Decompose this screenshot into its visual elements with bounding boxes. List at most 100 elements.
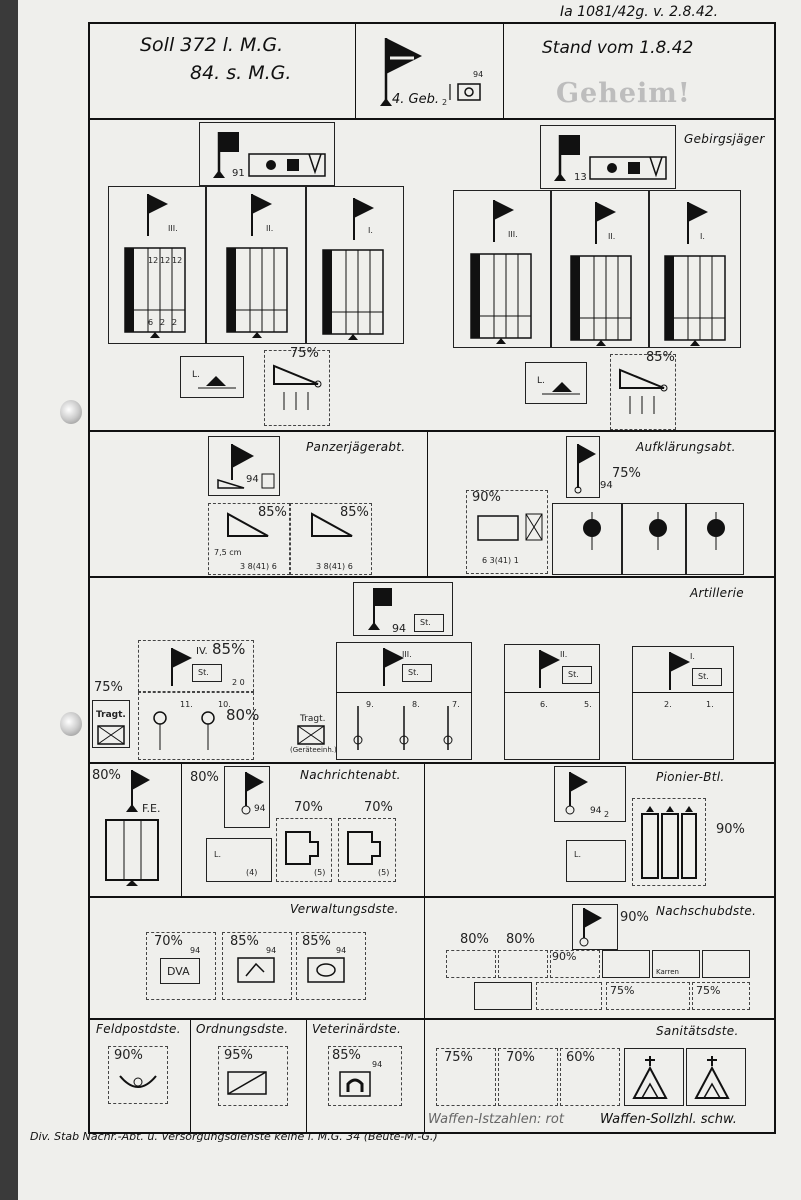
weapon-row: 3 8(41) 6 [240,562,277,571]
carrier-label: Tragt. [96,710,126,720]
company-grid [664,255,726,346]
flag-icon [126,770,150,812]
section-title-sanitaet: Sanitätsdste. [656,1024,739,1038]
antitank-box [264,350,330,426]
percent: 90% [114,1048,143,1063]
battalion-label: I. [690,652,695,661]
battalion-flag-icon [669,652,690,690]
panzerjaeger-flag-icon [217,444,275,489]
percent: 75% [94,680,123,695]
unit-number: 94 [372,1060,383,1069]
squadron-box [622,503,686,575]
percent: 80% [190,770,219,785]
light-column-label: L. [214,850,221,859]
medical-box [498,1048,558,1106]
battery-label: 6. [540,700,548,709]
squadron-box [686,503,744,575]
battalion-label: I. [700,232,705,241]
regiment-91-number: 91 [232,168,245,179]
section-title-nachrichten: Nachrichtenabt. [300,768,401,782]
carrier-box [92,700,130,748]
battery-label: 10. [218,700,231,709]
divider [88,118,776,120]
percent: 85% [230,934,259,949]
percent: 80% [226,706,260,724]
feldpost-box [108,1046,168,1104]
battalion-flag-icon [595,202,616,244]
division-label: 4. Geb. [392,92,439,107]
howitzer-icon [353,706,453,750]
divider [355,22,356,118]
battalion-flag-icon [539,650,560,688]
battalion-flag-icon [687,202,708,244]
section-title-nachschub: Nachschubdste. [656,904,757,918]
panzerjaeger-header [208,436,280,496]
supply-column [474,982,532,1010]
light-column-label: L. [537,376,545,386]
soll-smg: 84. s. M.G. [190,62,292,84]
battery-label: 5. [584,700,592,709]
light-column-box [180,356,244,398]
reference-number: Ia 1081/42g. v. 2.8.42. [560,4,719,20]
divider [190,1018,191,1134]
horseshoe-icon [339,1071,371,1097]
battalion-2-box [504,644,600,760]
battalion-box [649,190,741,348]
battalion-label: I. [368,226,373,235]
ordnung-box [218,1046,288,1106]
staff-box [414,614,444,632]
unit-number: 94 [600,480,613,491]
staff-box [692,668,722,686]
battalion-box [306,186,404,344]
supply-column [536,982,602,1010]
percent: 85% [646,350,675,365]
light-column-label: L. [192,370,200,380]
legend-target: Waffen-Sollzhl. schw. [600,1112,737,1127]
percent: 75% [290,346,319,361]
battalion-label: II. [266,224,274,233]
percent: 70% [294,800,323,815]
percent: 90% [472,490,501,505]
section-title-aufklaerung: Aufklärungsabt. [636,440,736,454]
stand-date: Stand vom 1.8.42 [542,38,694,58]
staff-box [402,664,432,682]
antitank-box [208,503,290,575]
artillery-flag-icon [368,588,392,630]
signal-icon [285,831,319,865]
battery-label: 8. [412,700,420,709]
section-title-gebirgsjaeger: Gebirgsjäger [684,132,765,146]
company-count: 6 [148,318,154,327]
mountain-gun-icon [153,711,215,750]
division-number: 94 [473,70,484,79]
battery-label: 11. [180,700,193,709]
antitank-gun-icon [227,512,269,537]
divider [427,430,428,576]
fe-label: F.E. [142,802,161,815]
cavalry-icon [707,512,725,550]
company-count: 2 [172,318,178,327]
unit-number: 94 [254,804,266,814]
flag-icon [565,772,588,815]
section-title-artillerie: Artillerie [690,586,744,600]
flag-icon [579,908,602,947]
percent: 90% [552,950,577,963]
punch-hole [60,400,82,424]
percent: 80% [92,768,121,783]
supply-column [602,950,650,978]
battalion-flag-icon [493,200,514,242]
percent: 75% [444,1050,473,1065]
unit-number: 94 [336,946,347,955]
percent: 80% [460,932,489,947]
signal-company-box [338,818,396,882]
staff-label: St. [408,668,419,677]
battalion-flag-icon [171,648,192,686]
footer-note: Div. Stab Nachr.-Abt. u. Versorgungsdien… [30,1130,438,1143]
supply-column [498,950,548,978]
battalion-label: II. [560,650,568,659]
section-title-ordnung: Ordnungsdste. [196,1022,289,1036]
medical-company-box [686,1048,746,1106]
battalion-flag-icon [353,198,374,240]
unit-number: 94 [590,806,602,816]
unit-number: 94 [190,946,201,955]
battery-label: 9. [366,700,374,709]
